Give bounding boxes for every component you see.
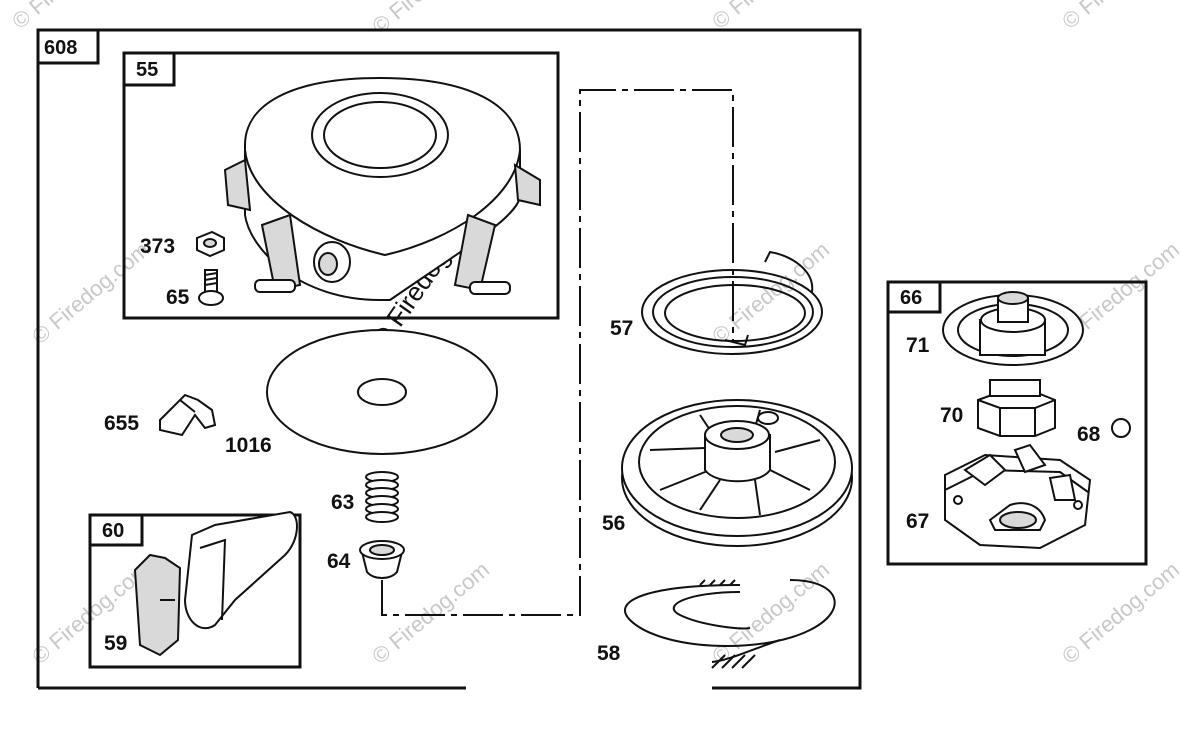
spring-63 <box>365 471 399 523</box>
blower-housing <box>223 76 541 301</box>
callout-56: 56 <box>602 512 625 535</box>
callout-58: 58 <box>597 642 621 665</box>
watermark: © Firedog.com <box>707 557 834 669</box>
ratchet-67 <box>944 443 1092 550</box>
callout-373: 373 <box>140 235 175 258</box>
starter-cup-71 <box>942 291 1084 366</box>
callout-655: 655 <box>104 412 139 435</box>
watermark: © Firedog.com <box>707 237 834 349</box>
clip-655 <box>159 393 217 437</box>
pulley-56 <box>621 399 853 547</box>
frame-55 <box>122 51 560 320</box>
frame-608 <box>36 28 862 690</box>
callout-71: 71 <box>906 334 930 357</box>
callout-1016: 1016 <box>225 434 272 457</box>
rewind-spring-57 <box>641 250 823 355</box>
callout-68: 68 <box>1077 423 1101 446</box>
frame-66 <box>886 280 1148 566</box>
callout-608: 608 <box>44 37 77 59</box>
box-608-tag <box>36 28 100 65</box>
box-55-tag <box>122 51 176 87</box>
starter-rope-58 <box>624 579 836 669</box>
box-60-tag <box>88 513 144 547</box>
callout-55: 55 <box>136 59 158 81</box>
leader-line <box>381 89 734 616</box>
screw-65 <box>198 269 224 306</box>
ball-68 <box>1111 418 1131 438</box>
box-66-tag <box>886 280 942 314</box>
watermark: © Firedog.com <box>1057 0 1180 34</box>
bushing-64 <box>359 540 405 579</box>
callout-59: 59 <box>104 632 127 655</box>
callout-57: 57 <box>610 317 633 340</box>
starter-handle-59 <box>133 510 298 657</box>
callout-66: 66 <box>900 287 922 309</box>
starter-nut-70 <box>977 379 1056 437</box>
frame-60 <box>88 513 302 669</box>
watermark: © Firedog.com <box>27 237 154 349</box>
callout-63: 63 <box>331 491 354 514</box>
callout-65: 65 <box>166 286 190 309</box>
callout-60: 60 <box>102 520 124 542</box>
callout-67: 67 <box>906 510 929 533</box>
nut-373 <box>196 230 225 258</box>
callout-64: 64 <box>327 550 351 573</box>
callout-70: 70 <box>940 404 963 427</box>
watermark: © Firedog.com <box>1057 557 1180 669</box>
watermark: © Firedog.com <box>367 0 494 39</box>
screen-1016 <box>266 329 498 455</box>
